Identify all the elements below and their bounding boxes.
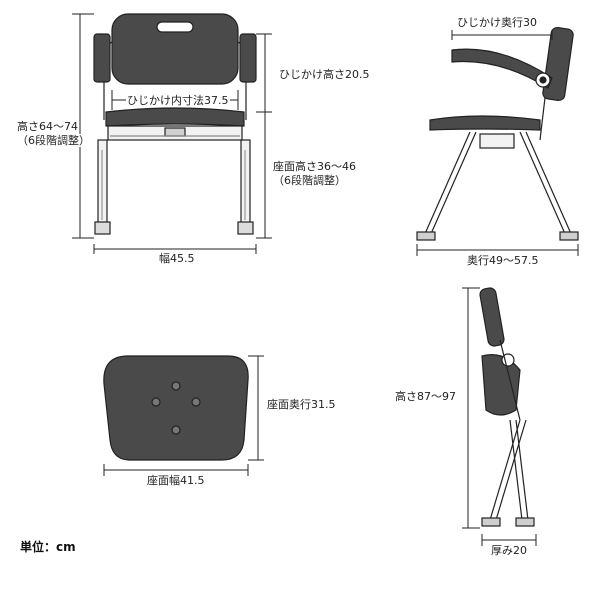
folded-thickness-label: 厚み20 [490,544,528,557]
front-view-dimension-lines [72,13,272,254]
armrest-inner-width-label: ひじかけ内寸法37.5 [126,94,230,107]
seat-depth-label: 座面奥行31.5 [266,398,337,411]
seat-height-adjust-label: （6段階調整） [272,174,347,187]
side-view-chair [416,26,579,241]
side-view-dimension-lines [416,30,579,256]
folded-height-label: 高さ87～97 [394,390,457,403]
folded-view-chair [479,287,535,527]
seat-width-label: 座面幅41.5 [146,474,206,487]
seat-top-view [103,355,249,461]
width-label: 幅45.5 [158,252,196,265]
depth-label: 奥行49～57.5 [466,254,540,267]
seat-height-label: 座面高さ36～46 [272,160,357,173]
seat-dimension-lines [103,355,264,476]
total-height-adjust-label: （6段階調整） [16,134,91,147]
total-height-label: 高さ64～74 [16,120,79,133]
folded-dimension-lines [462,287,537,546]
armrest-depth-label: ひじかけ奥行30 [456,16,538,29]
armrest-height-label: ひじかけ高さ20.5 [278,68,371,81]
unit-label: 単位：cm [20,540,76,554]
front-view-chair [93,13,257,235]
